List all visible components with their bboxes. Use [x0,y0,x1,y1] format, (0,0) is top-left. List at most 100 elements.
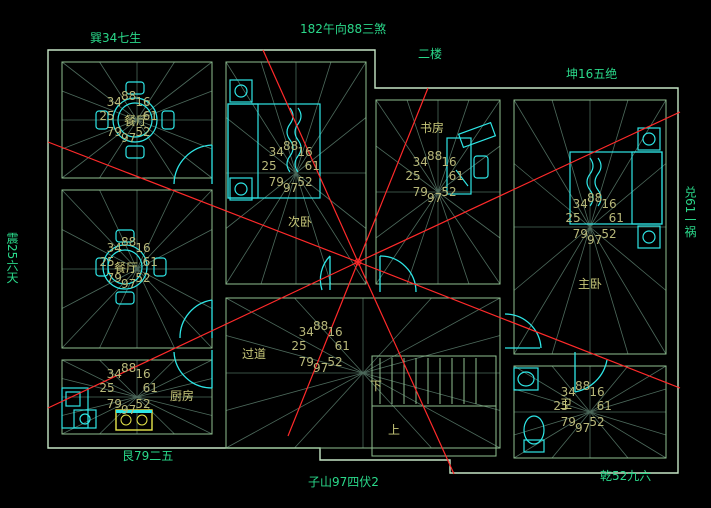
rosette-number: 79 [107,397,122,411]
rosette-number: 61 [335,339,350,353]
room-radial-line [260,172,297,285]
room-radial-line [513,411,591,459]
rosette-number: 25 [405,169,420,183]
label-floor: 二楼 [418,46,442,61]
room-radial-line [437,99,501,193]
room-radial-line [362,372,432,449]
room-radial-line [99,61,138,121]
rosette-number: 34 [269,145,284,159]
rosette-number: 16 [135,95,150,109]
rosette-number: 16 [135,241,150,255]
room-radial-line [99,119,138,179]
rosette-number: 25 [261,159,276,173]
room-dining-1: 餐厅 [124,113,148,128]
bagua-axes [47,49,681,475]
room-radial-line [551,411,591,459]
rosette-number: 34 [573,197,588,211]
room-radial-line [406,99,439,193]
room-radial-line [61,61,138,121]
rosette-number: 25 [99,381,114,395]
label-se: 乾52九六 [600,469,651,483]
room-radial-line [437,191,501,239]
dining-table-1 [95,81,175,159]
rosette-number: 52 [589,415,604,429]
room-radial-line [136,268,175,349]
kitchen-stove [115,409,153,431]
rosette-number: 52 [135,271,150,285]
rosette-number: 88 [283,139,298,153]
label-s: 子山97四伏2 [308,475,379,489]
room-radial-line [589,411,629,459]
dining-table-2 [95,229,167,305]
room-radial-line [61,268,138,349]
rosette-number: 25 [291,339,306,353]
bed-bedroom2 [227,79,321,201]
room-radial-line [99,268,138,349]
room-radial-line [225,172,297,285]
room-radial-line [375,191,439,239]
room-radial-line [136,90,213,121]
room-radial-line [136,268,213,349]
rosette-number: 34 [413,155,428,169]
rosette-number: 97 [587,233,602,247]
room-radial-line [295,61,332,174]
room-radial-line [136,119,213,150]
rosette-number: 88 [313,319,328,333]
rosette-number: 25 [99,255,114,269]
room-radial-line [375,191,439,285]
doors [173,144,608,393]
room-radial-line [136,396,213,416]
rosette-number: 88 [427,149,442,163]
bath-toilet [523,415,545,453]
room-radial-line [136,189,213,270]
room-radial-line [61,229,138,270]
room-radial-line [99,359,138,398]
room-radial-line [61,378,138,398]
rosette-number: 79 [107,125,122,139]
room-radial-line [375,99,439,193]
room-kitchen: 厨房 [170,388,194,403]
rosette-number: 52 [135,125,150,139]
room-radial-line [61,90,138,121]
room-radial-line [437,191,470,285]
room-master: 主卧 [578,277,602,291]
rosette-number: 88 [575,379,590,393]
rosette-number: 79 [107,271,122,285]
room-radial-line [362,372,501,411]
room-radial-line [61,268,138,309]
room-radial-line [406,191,439,285]
rosette-number: 97 [313,361,328,375]
room-radial-line [437,99,470,193]
rosette-number: 61 [597,399,612,413]
label-e: 兑61一祸 [683,186,697,238]
room-radial-line [61,359,138,398]
label-ne: 坤16五绝 [566,66,617,81]
stair-up: 上 [388,423,400,437]
rosette-number: 34 [107,95,122,109]
stair-down: 下 [370,379,382,393]
rosette-number: 34 [299,325,314,339]
rosette-number: 16 [135,367,150,381]
room-labels: 餐厅 餐厅 次卧 书房 主卧 过道 厨房 卫 下 上 [114,113,602,437]
rosette-number: 34 [561,385,576,399]
room-radial-line [136,396,175,435]
room-radial-line [136,378,213,398]
rosette-number: 52 [327,355,342,369]
rosette-number: 16 [327,325,342,339]
room-radial-line [589,365,667,413]
room-radial-line [362,297,432,374]
room-radial-line [294,372,364,449]
rosette-number: 52 [441,185,456,199]
rosette-number: 79 [299,355,314,369]
room-radial-line [589,411,667,436]
room-radial-line [99,396,138,435]
rosette-number: 34 [107,367,122,381]
rosette-number: 97 [575,421,590,435]
room-radial-line [61,189,138,270]
room-radial-line [295,172,332,285]
rosette-number: 88 [121,235,136,249]
rosette-number: 97 [121,131,136,145]
rosette-number: 16 [441,155,456,169]
room-radial-line [225,372,364,449]
rosette-number: 52 [135,397,150,411]
